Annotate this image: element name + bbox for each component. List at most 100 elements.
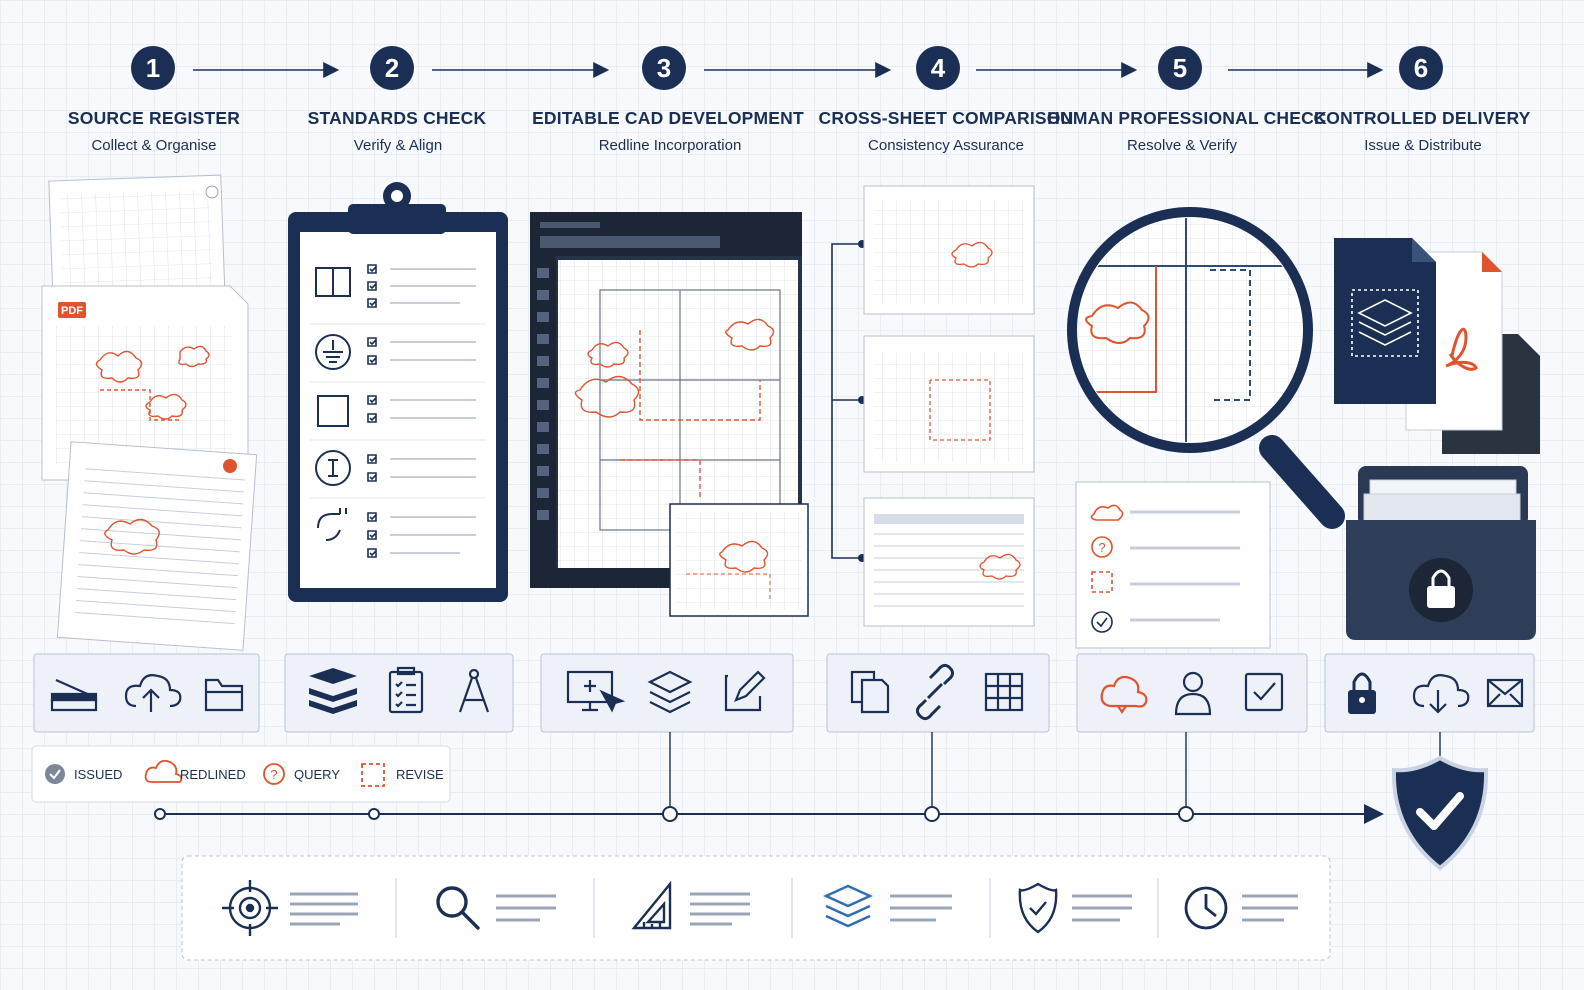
monitor-cursor-icon[interactable] xyxy=(566,670,626,713)
checklist-row xyxy=(315,334,476,370)
cross-sheet-illustration xyxy=(831,185,1035,627)
step-title: CONTROLLED DELIVERY xyxy=(1313,108,1530,128)
locked-folder-icon xyxy=(1346,466,1536,640)
toolbar-6 xyxy=(1324,653,1535,733)
edit-icon[interactable] xyxy=(724,670,766,712)
compass-icon[interactable] xyxy=(458,668,490,713)
step-header-5: 5 HUMAN PROFESSIONAL CHECK Resolve & Ver… xyxy=(1047,46,1327,154)
shield-check-icon[interactable] xyxy=(1018,882,1058,934)
clock-icon[interactable] xyxy=(1184,886,1228,930)
step-number: 1 xyxy=(146,53,160,83)
step-header-6: 6 CONTROLLED DELIVERY Issue & Distribute xyxy=(1313,46,1530,154)
checklist-row xyxy=(315,264,476,308)
bottom-feature-bar xyxy=(181,855,1331,961)
layers-stack-icon[interactable] xyxy=(309,668,357,714)
search-icon[interactable] xyxy=(436,886,480,930)
legend-label: QUERY xyxy=(294,767,340,782)
dashed-square-icon xyxy=(1091,571,1113,593)
checklist-rows xyxy=(310,264,486,558)
cad-detail-popup xyxy=(669,503,809,617)
professional-check-illustration: ? xyxy=(1067,207,1345,649)
scanner-icon[interactable] xyxy=(50,678,98,712)
clipboard-list-icon[interactable] xyxy=(388,666,424,714)
marked-up-document xyxy=(56,441,258,651)
dashed-square-icon xyxy=(361,763,385,787)
timeline-node xyxy=(924,806,940,822)
cloud-download-icon[interactable] xyxy=(1412,674,1470,714)
step-header-3: 3 EDITABLE CAD DEVELOPMENT Redline Incor… xyxy=(532,46,804,154)
step-number: 4 xyxy=(931,53,946,83)
lock-icon[interactable] xyxy=(1348,672,1376,714)
pdf-badge xyxy=(58,302,86,318)
step-header-1: 1 SOURCE REGISTER Collect & Organise xyxy=(68,46,240,154)
shield-check-icon xyxy=(1391,755,1489,871)
checkbox-icon[interactable] xyxy=(1244,672,1284,712)
cloud-icon xyxy=(1090,504,1124,521)
legend-label: REVISE xyxy=(396,767,444,782)
step-number-circle xyxy=(642,46,686,90)
pdf-badge-label: PDF xyxy=(61,305,83,317)
step-subtitle: Collect & Organise xyxy=(91,137,216,154)
layers-icon[interactable] xyxy=(823,884,873,928)
step-header-4: 4 CROSS-SHEET COMPARISON Consistency Ass… xyxy=(819,46,1074,154)
legend-item-issued: ISSUED xyxy=(45,764,122,784)
checklist-row xyxy=(315,450,476,486)
cad-window-illustration xyxy=(530,212,809,617)
comparison-sheet-3 xyxy=(863,497,1035,627)
layers-icon[interactable] xyxy=(647,670,693,714)
acrobat-icon xyxy=(1445,327,1478,371)
timeline-node xyxy=(368,808,380,820)
svg-text:?: ? xyxy=(1098,540,1105,555)
step-subtitle: Resolve & Verify xyxy=(1127,137,1238,154)
legend-label: ISSUED xyxy=(74,767,122,782)
step-number-circle xyxy=(1399,46,1443,90)
cloud-icon xyxy=(144,759,183,783)
step-number: 6 xyxy=(1414,53,1428,83)
pushpin-icon xyxy=(223,459,237,473)
toolbar-4 xyxy=(826,653,1050,733)
step-subtitle: Verify & Align xyxy=(354,137,442,154)
check-circle-icon xyxy=(1091,611,1113,633)
toolbar-3 xyxy=(540,653,794,733)
step-number-circle xyxy=(1158,46,1202,90)
status-legend: ISSUED REDLINED ? QUERY REVISE xyxy=(31,745,451,803)
copy-icon[interactable] xyxy=(850,670,890,714)
legend-item-revise: REVISE xyxy=(361,763,444,787)
step-title: SOURCE REGISTER xyxy=(68,108,240,128)
comparison-sheet-1 xyxy=(863,185,1035,315)
step-number-circle xyxy=(370,46,414,90)
mail-icon[interactable] xyxy=(1486,678,1524,708)
checklist-row xyxy=(317,395,476,427)
timeline-node xyxy=(154,808,166,820)
target-icon[interactable] xyxy=(222,880,278,936)
timeline-node xyxy=(1178,806,1194,822)
question-icon xyxy=(263,763,285,785)
step-title: CROSS-SHEET COMPARISON xyxy=(819,108,1074,128)
step-title: HUMAN PROFESSIONAL CHECK xyxy=(1047,108,1327,128)
table-icon[interactable] xyxy=(984,672,1024,712)
cad-file-icon xyxy=(1334,238,1436,404)
review-checklist-card: ? xyxy=(1075,481,1271,649)
step-subtitle: Issue & Distribute xyxy=(1364,137,1482,154)
cloud-upload-icon[interactable] xyxy=(124,674,182,712)
set-square-icon[interactable] xyxy=(631,880,672,930)
user-icon[interactable] xyxy=(1174,671,1212,716)
standards-clipboard-illustration xyxy=(288,182,508,602)
link-icon[interactable] xyxy=(915,663,955,721)
check-circle-icon xyxy=(45,764,65,784)
step-number-circle xyxy=(916,46,960,90)
step-subtitle: Redline Incorporation xyxy=(599,137,742,154)
toolbar-1 xyxy=(33,653,260,733)
cloud-icon[interactable] xyxy=(1100,675,1148,714)
question-icon xyxy=(1091,536,1113,558)
folder-icon[interactable] xyxy=(204,678,244,712)
step-number: 2 xyxy=(385,53,399,83)
toolbar-2 xyxy=(284,653,514,733)
process-timeline xyxy=(154,732,1489,871)
info-icon xyxy=(315,450,351,486)
step-header-2: 2 STANDARDS CHECK Verify & Align xyxy=(308,46,486,154)
checklist-row xyxy=(317,508,476,558)
plug-icon xyxy=(317,508,347,541)
